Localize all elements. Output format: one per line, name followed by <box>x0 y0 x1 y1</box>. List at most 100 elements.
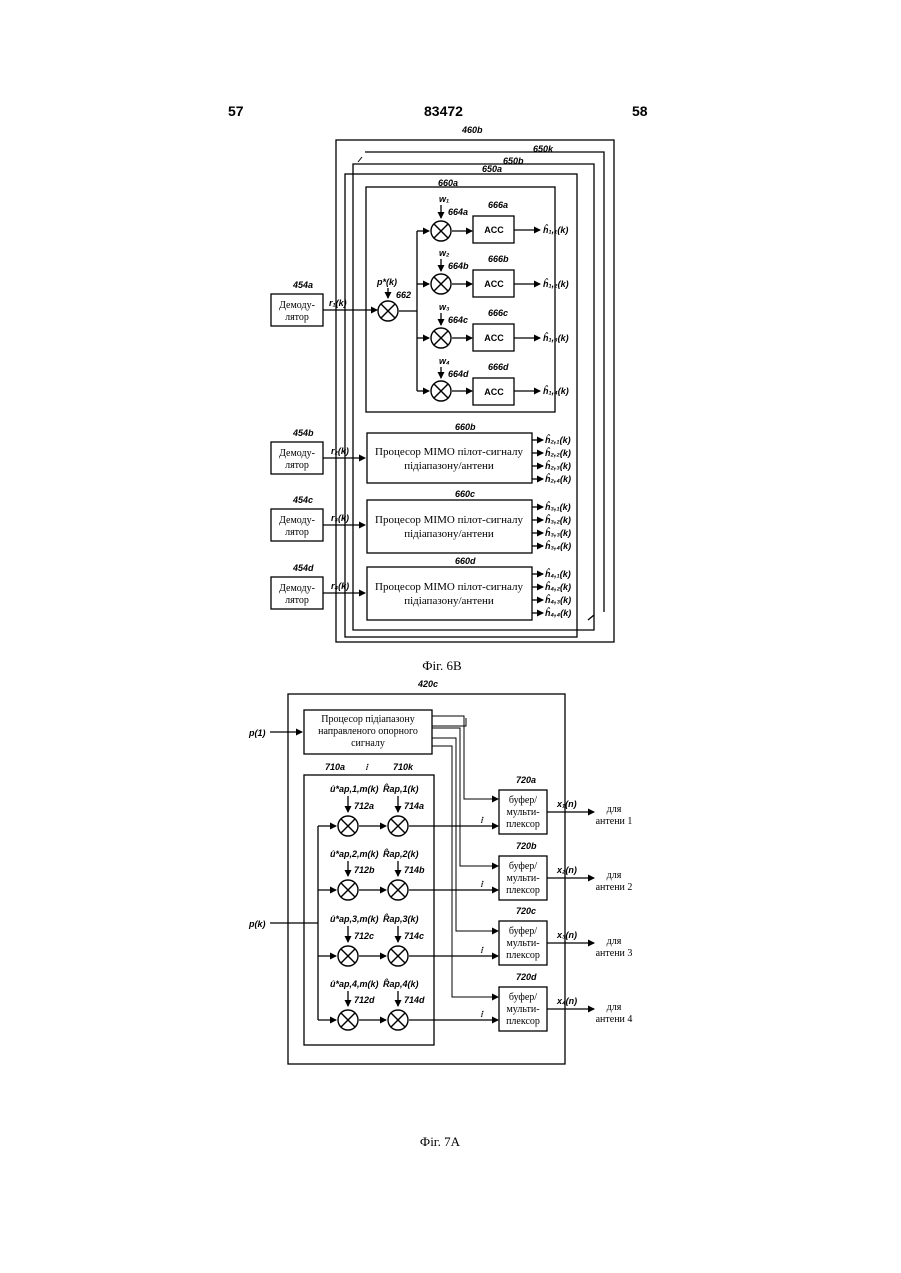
output-h33: ĥ₃,₃(k) <box>545 527 571 538</box>
antenna2-line1: для <box>607 870 622 881</box>
multiplier-664a <box>431 221 451 241</box>
processor-660c-line1: Процесор МІМО пілот-сигналу <box>375 514 523 526</box>
multiplier-712b <box>338 880 358 900</box>
ref-720b: 720b <box>516 841 537 851</box>
demodulator-454c-line1: Демоду- <box>279 515 315 526</box>
ref-712c: 712c <box>354 931 374 941</box>
ref-454d: 454d <box>292 563 314 573</box>
mimo-processor-660b <box>367 433 532 483</box>
output-h44: ĥ₄,₄(k) <box>545 607 571 618</box>
ref-720d: 720d <box>516 972 537 982</box>
output-h23: ĥ₂,₃(k) <box>545 460 571 471</box>
output-h11: ĥ₁,₁(k) <box>543 224 568 235</box>
fig6b-caption: Фіг. 6В <box>422 658 462 673</box>
mimo-processor-660c <box>367 500 532 553</box>
buffer-720d-line2: мульти- <box>506 1004 539 1015</box>
antenna3-line1: для <box>607 936 622 947</box>
mimo-processor-660d <box>367 567 532 620</box>
weight-w3: w₃ <box>439 302 450 312</box>
processor-660d-line1: Процесор МІМО пілот-сигналу <box>375 581 523 593</box>
buffer-720a-line3: плексор <box>506 819 540 830</box>
output-h14: ĥ₁,₄(k) <box>543 385 569 396</box>
ref-650a: 650a <box>482 164 502 174</box>
ref-460b: 460b <box>461 125 483 135</box>
input-pk: p(k) <box>248 919 266 929</box>
output-h41: ĥ₄,₁(k) <box>545 568 571 579</box>
ref-660b: 660b <box>455 422 476 432</box>
ref-664b: 664b <box>448 261 469 271</box>
multiplier-664d <box>431 381 451 401</box>
signal-r1: r₁(k) <box>329 298 347 308</box>
input-p1: p(1) <box>248 728 266 738</box>
multiplier-714b <box>388 880 408 900</box>
acc-666c-label: ACC <box>484 333 504 343</box>
acc-666b-label: ACC <box>484 279 504 289</box>
output-h42: ĥ₄,₂(k) <box>545 581 571 592</box>
ref-714d: 714d <box>404 995 425 1005</box>
buffer-720c-line2: мульти- <box>506 938 539 949</box>
ref-processor-line2: направленого опорного <box>318 726 418 737</box>
ref-712b: 712b <box>354 865 375 875</box>
ellipsis-710: ⁝ <box>365 762 369 772</box>
demodulator-454b-line1: Демоду- <box>279 448 315 459</box>
ref-660c: 660c <box>455 489 475 499</box>
multiplier-712a <box>338 816 358 836</box>
row2-u-label: û*ap,2,m(k) <box>330 849 379 859</box>
output-x2: x₂(n) <box>556 865 577 875</box>
output-h13: ĥ₁,₃(k) <box>543 332 569 343</box>
ref-650b: 650b <box>503 156 524 166</box>
processor-660b-line2: підіапазону/антени <box>404 460 494 472</box>
demodulator-454b-line2: лятор <box>285 460 309 471</box>
ellipsis-row1: ⁝ <box>480 815 484 825</box>
buffer-720d-line3: плексор <box>506 1016 540 1027</box>
demodulator-454d-line2: лятор <box>285 595 309 606</box>
ref-662: 662 <box>396 290 411 300</box>
ref-processor-line1: Процесор підіапазону <box>321 714 415 725</box>
row2-r-label: R̂ap,2(k) <box>383 848 419 859</box>
ref-420c: 420c <box>417 679 438 689</box>
antenna4-line1: для <box>607 1002 622 1013</box>
weight-w2: w₂ <box>439 248 450 258</box>
processor-660d-line2: підіапазону/антени <box>404 595 494 607</box>
demodulator-454a-line1: Демоду- <box>279 300 315 311</box>
pilot-signal-label: p*(k) <box>376 277 397 287</box>
buffer-720b-line1: буфер/ <box>509 861 537 872</box>
ref-710k: 710k <box>393 762 414 772</box>
ref-666c: 666c <box>488 308 508 318</box>
output-h31: ĥ₃,₁(k) <box>545 501 571 512</box>
output-x1: x₁(n) <box>556 799 577 809</box>
ref-666b: 666b <box>488 254 509 264</box>
processor-660c-line2: підіапазону/антени <box>404 528 494 540</box>
ref-processor-line3: сигналу <box>351 738 385 749</box>
output-h12: ĥ₁,₂(k) <box>543 278 569 289</box>
output-h22: ĥ₂,₂(k) <box>545 447 571 458</box>
ref-666d: 666d <box>488 362 509 372</box>
demodulator-454d-line1: Демоду- <box>279 583 315 594</box>
buffer-720c-line3: плексор <box>506 950 540 961</box>
output-h43: ĥ₄,₃(k) <box>545 594 571 605</box>
multiplier-712c <box>338 946 358 966</box>
weight-w4: w₄ <box>439 356 450 366</box>
row4-r-label: R̂ap,4(k) <box>383 978 419 989</box>
buffer-720d-line1: буфер/ <box>509 992 537 1003</box>
ref-666a: 666a <box>488 200 508 210</box>
demodulator-454a-line2: лятор <box>285 312 309 323</box>
ellipsis-row2: ⁝ <box>480 879 484 889</box>
antenna4-line2: антени 4 <box>596 1014 633 1025</box>
output-x4: x₄(n) <box>556 996 577 1006</box>
row4-u-label: û*ap,4,m(k) <box>330 979 379 989</box>
signal-r2: r₂(k) <box>331 446 349 456</box>
ref-720c: 720c <box>516 906 536 916</box>
buffer-720c-line1: буфер/ <box>509 926 537 937</box>
multiplier-664b <box>431 274 451 294</box>
multiplier-712d <box>338 1010 358 1030</box>
row1-u-label: û*ap,1,m(k) <box>330 784 379 794</box>
buffer-720a-line1: буфер/ <box>509 795 537 806</box>
fig6b-diagram: 460b 650k 650b 650a 660a 454a Демоду- ля… <box>271 125 614 673</box>
acc-666a-label: ACC <box>484 225 504 235</box>
multiplier-714a <box>388 816 408 836</box>
ref-454c: 454c <box>292 495 313 505</box>
output-x3: x₃(n) <box>556 930 577 940</box>
row3-u-label: û*ap,3,m(k) <box>330 914 379 924</box>
ref-664a: 664a <box>448 207 468 217</box>
